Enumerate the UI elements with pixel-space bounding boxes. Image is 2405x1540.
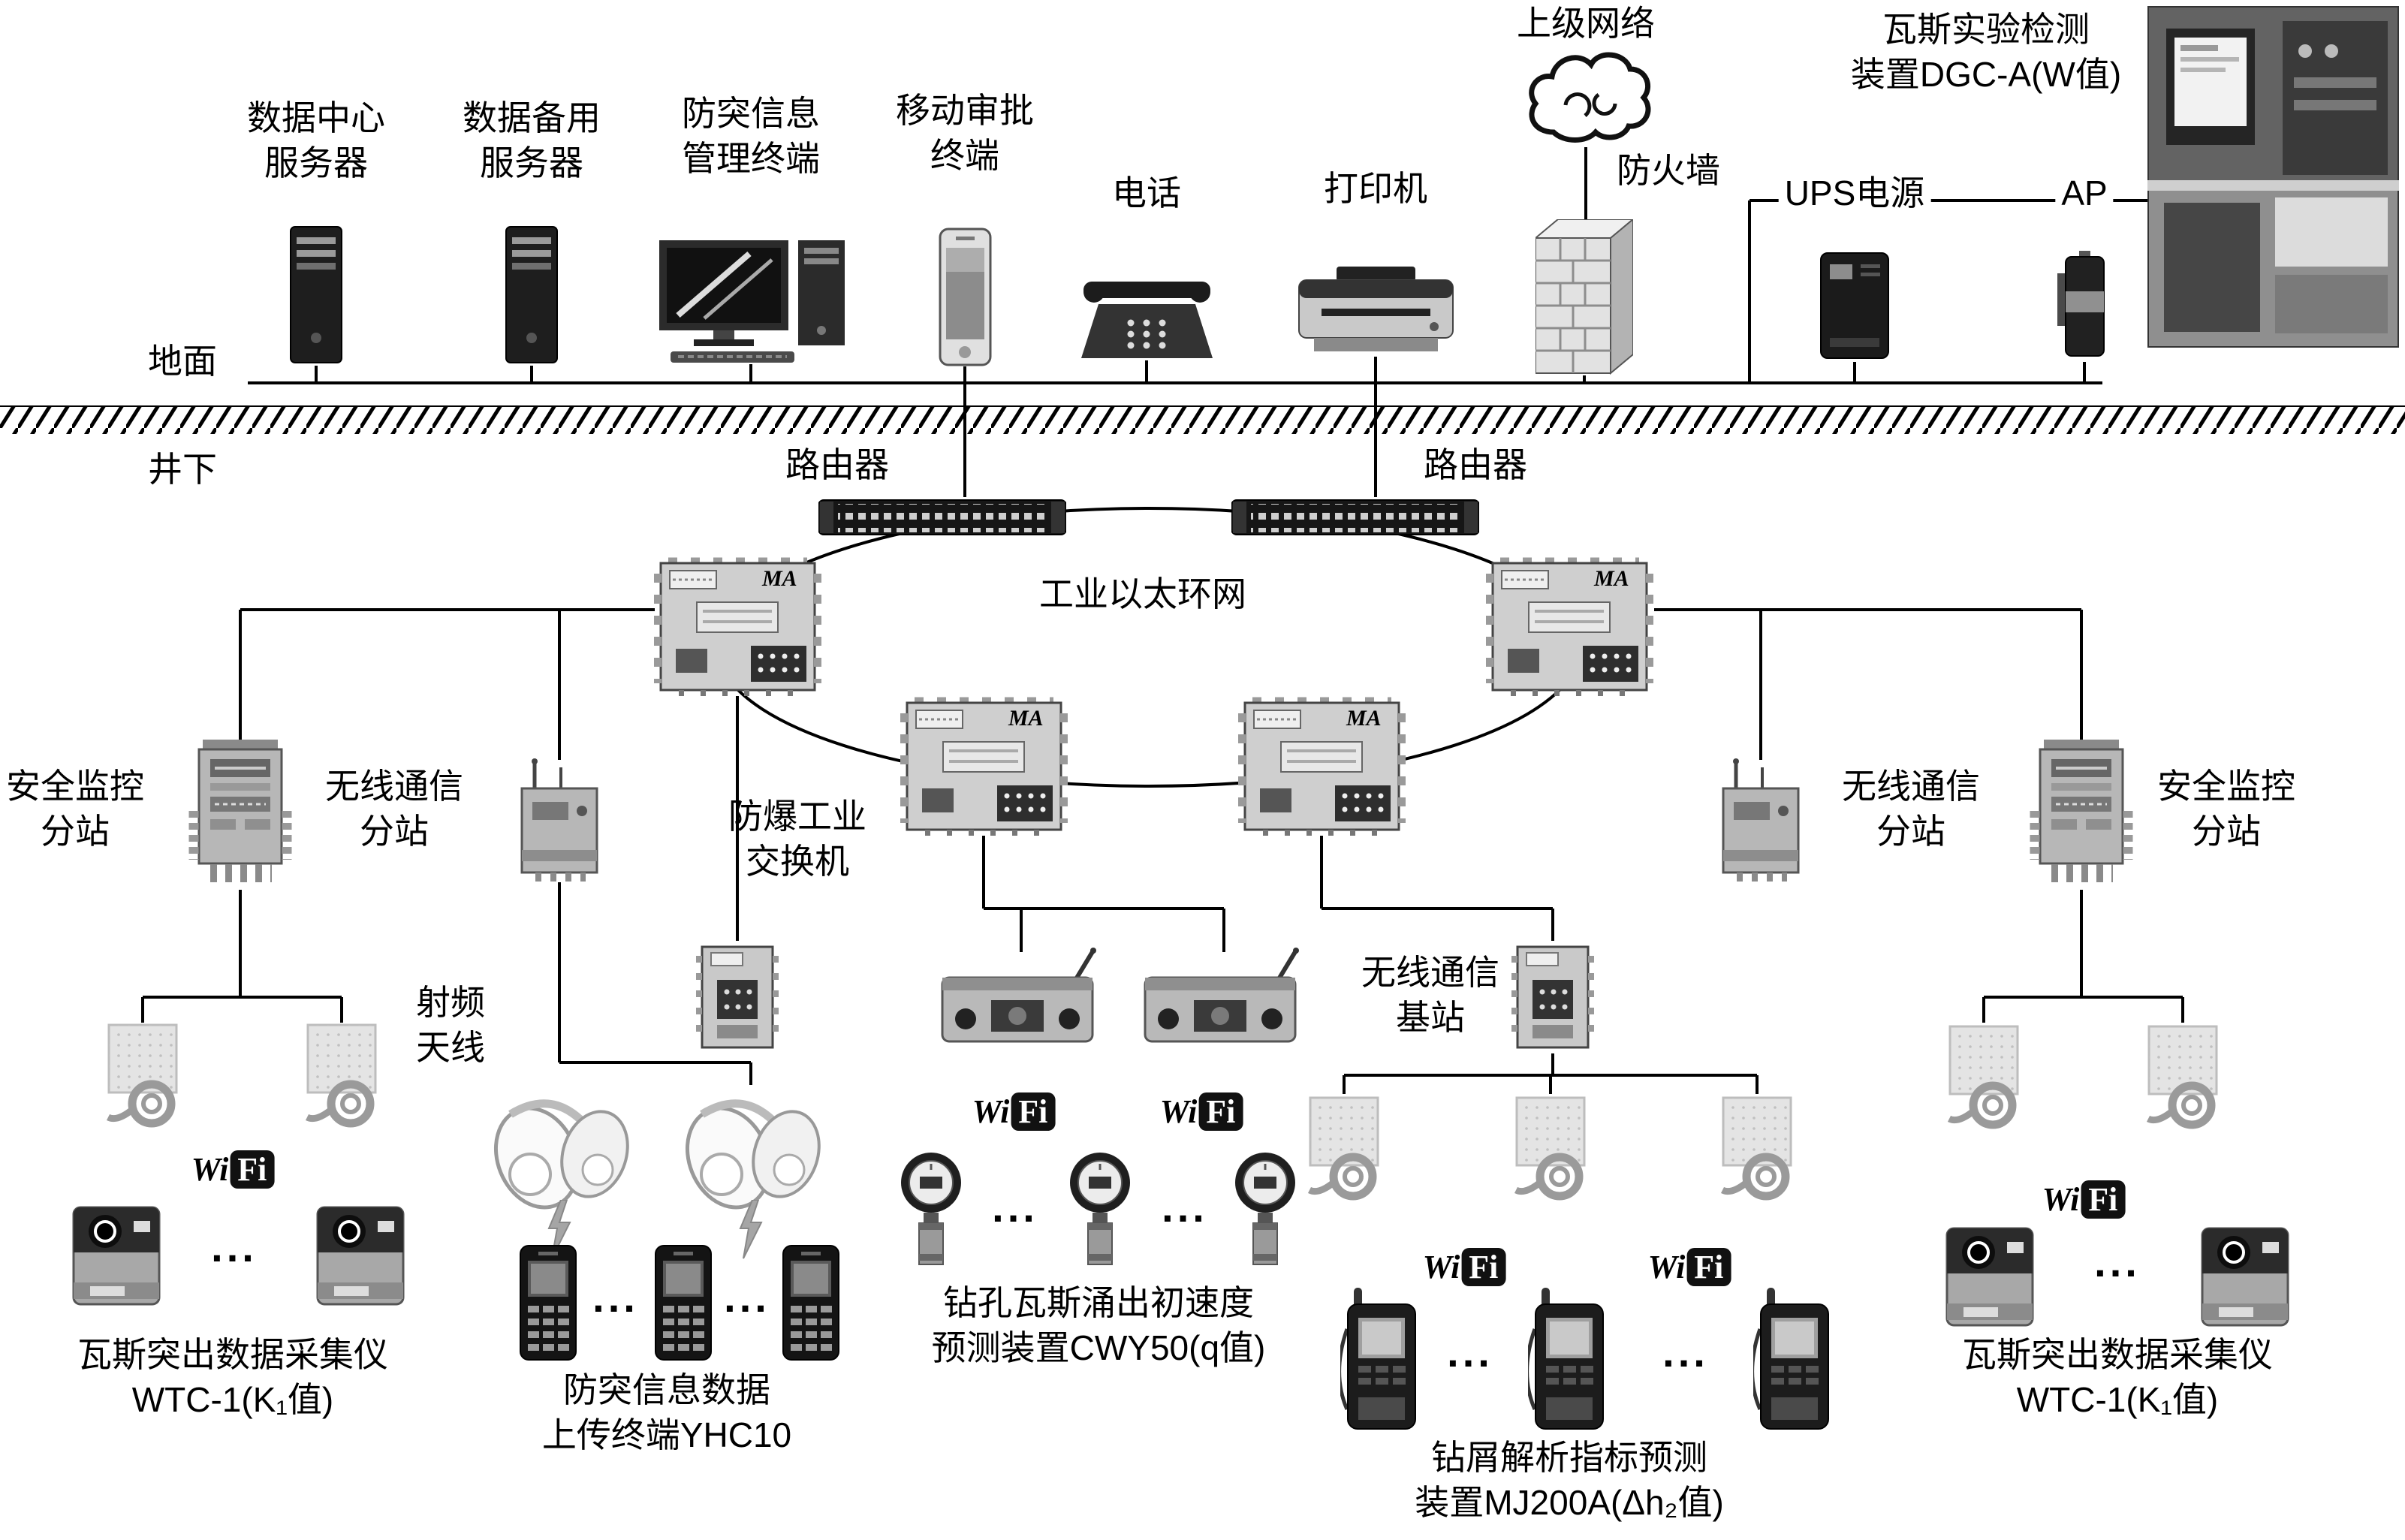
ground-hatch-band: [0, 405, 2405, 434]
ellipsis-collectors-left: ...: [211, 1223, 258, 1270]
base-station-radio-icon-1: [942, 948, 1096, 1041]
safety-station-left-icon: [194, 740, 287, 873]
cwy50-gauge-icon-2: [1068, 1151, 1132, 1266]
ma-mark-switch-mid-right: MA: [1346, 706, 1382, 731]
cwy50-gauge-icon-3: [1234, 1151, 1297, 1266]
label-wireless-base-station: 无线通信基站: [1361, 953, 1499, 1037]
wireless-station-left-icon: [522, 758, 597, 877]
rf-antenna-icon-left-2: [307, 1025, 375, 1123]
label-telephone: 电话: [1112, 173, 1181, 212]
yhc10-terminal-icon-1: [520, 1245, 577, 1361]
mj200a-detector-icon-2: [1527, 1288, 1604, 1429]
ma-mark-switch-right: MA: [1594, 566, 1629, 591]
wtc1-collector-icon-right-2: [2201, 1227, 2289, 1327]
firewall-icon: [1536, 219, 1633, 375]
ellipsis-mj-2: ...: [1662, 1328, 1709, 1376]
backup-server-icon: [505, 226, 558, 363]
label-upper-network: 上级网络: [1517, 4, 1655, 43]
ellipsis-yhc-2: ...: [724, 1273, 770, 1321]
label-ethernet-ring: 工业以太环网: [1039, 574, 1246, 613]
ap-icon: [2057, 250, 2105, 357]
router-left-icon: [818, 499, 1066, 535]
ellipsis-collectors-right: ...: [2094, 1238, 2141, 1285]
telephone-icon: [1081, 282, 1213, 358]
label-wireless-station-right: 无线通信分站: [1842, 767, 1980, 851]
rf-antenna-icon-mid-3: [1722, 1098, 1791, 1196]
yhc10-terminal-icon-3: [782, 1245, 839, 1361]
ma-mark-switch-left: MA: [762, 566, 797, 591]
rf-antenna-icon-left-1: [108, 1025, 176, 1123]
printer-icon: [1298, 267, 1454, 352]
wireless-station-right-icon: [1723, 758, 1798, 877]
management-terminal-icon: [659, 240, 845, 363]
ma-mark-switch-mid-left: MA: [1008, 706, 1044, 731]
ellipsis-cwy-1: ...: [992, 1183, 1038, 1231]
gas-test-device-photo: [2147, 6, 2399, 348]
ellipsis-yhc-1: ...: [592, 1273, 639, 1321]
flameproof-box-icon-right: [1514, 947, 1591, 1047]
mj200a-detector-icon-1: [1340, 1288, 1416, 1429]
label-explosion-proof-switch: 防爆工业交换机: [728, 797, 866, 881]
label-ap: AP: [2055, 171, 2114, 216]
label-gas-test-device: 瓦斯实验检测装置DGC-A(W值): [1850, 10, 2122, 94]
label-router-right: 路由器: [1424, 445, 1527, 484]
wtc1-collector-icon-left-1: [72, 1206, 161, 1306]
yhc10-terminal-icon-2: [655, 1245, 712, 1361]
cwy50-gauge-icon-1: [900, 1151, 963, 1266]
connection-lines: [141, 147, 2184, 1094]
label-data-center-server: 数据中心服务器: [247, 98, 385, 182]
label-yhc10: 防突信息数据上传终端YHC10: [541, 1370, 792, 1454]
ethernet-ring: [716, 507, 1582, 788]
upper-network-cloud-icon: [1532, 55, 1648, 140]
wireless-link-icon-2: [740, 1200, 762, 1259]
rf-antenna-icon-right-2: [2148, 1026, 2217, 1125]
label-router-left: 路由器: [785, 445, 889, 484]
safety-station-right-icon: [2035, 740, 2128, 873]
rf-antenna-icon-right-1: [1949, 1026, 2018, 1125]
label-printer: 打印机: [1324, 169, 1427, 208]
label-firewall: 防火墙: [1611, 149, 1726, 194]
label-underground: 井下: [148, 450, 217, 489]
label-cwy50: 钻孔瓦斯涌出初速度预测装置CWY50(q值): [931, 1283, 1266, 1367]
rf-antenna-icon-mid-1: [1309, 1098, 1378, 1196]
label-safety-station-left: 安全监控分站: [6, 767, 144, 851]
ups-icon: [1820, 252, 1889, 359]
base-station-radio-icon-2: [1145, 948, 1299, 1041]
router-right-icon: [1231, 499, 1479, 535]
label-ups: UPS电源: [1778, 171, 1931, 216]
mobile-terminal-icon: [939, 228, 992, 366]
mj200a-detector-icon-3: [1753, 1288, 1829, 1429]
flameproof-box-icon-left: [699, 947, 776, 1047]
label-mj200a: 钻屑解析指标预测装置MJ200A(Δh₂值): [1415, 1438, 1724, 1522]
wtc1-collector-icon-right-1: [1945, 1227, 2034, 1327]
label-backup-server: 数据备用服务器: [463, 98, 601, 182]
label-safety-station-right: 安全监控分站: [2157, 767, 2295, 851]
label-mobile-terminal: 移动审批终端: [896, 91, 1034, 175]
wtc1-collector-icon-left-2: [316, 1206, 405, 1306]
ellipsis-mj-1: ...: [1447, 1328, 1493, 1376]
label-ground: 地面: [148, 342, 217, 381]
data-center-server-icon: [290, 226, 342, 363]
label-rf-antenna: 射频天线: [416, 983, 485, 1067]
rf-antenna-icon-mid-2: [1516, 1098, 1584, 1196]
label-wireless-station-left: 无线通信分站: [325, 767, 463, 851]
label-management-terminal: 防突信息管理终端: [682, 94, 820, 178]
ellipsis-cwy-2: ...: [1162, 1183, 1208, 1231]
